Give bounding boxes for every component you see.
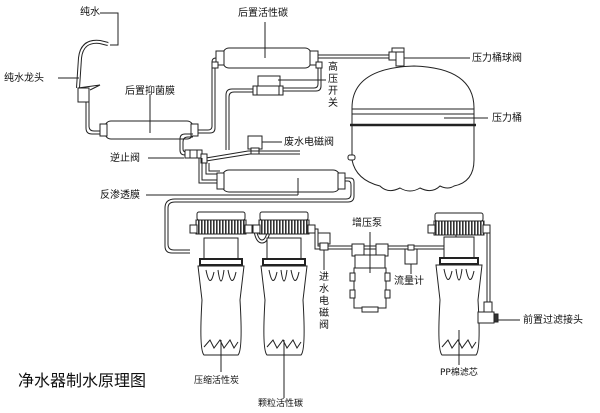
label-booster-pump: 增压泵 [352,218,382,229]
flow-meter [404,244,418,274]
pure-water-leader [100,12,119,46]
label-compressed-carbon: 压缩活性炭 [194,376,240,386]
pre-filter-connector [477,301,520,324]
label-granular-carbon: 颗粒活性碳 [258,399,304,409]
label-flow-meter: 流量计 [394,276,424,287]
label-tank-ball-valve: 压力桶球阀 [472,53,522,64]
pp-cotton-housing [427,212,491,365]
inlet-valve [317,232,331,270]
tank-ball-valve [388,47,470,67]
ro-membrane [146,169,346,196]
label-high-pressure-switch: 高压开关 [328,62,338,109]
label-check-valve: 逆止阀 [110,153,140,164]
high-pressure-switch [252,75,326,96]
pressure-tank [347,65,488,192]
faucet-icon [76,39,109,135]
label-inlet-valve: 进水电磁阀 [319,272,329,331]
label-pure-water: 纯水 [80,7,100,18]
check-valve [184,149,203,159]
post-carbon-filter [211,22,319,69]
label-post-antibacterial: 后置抑菌膜 [125,86,175,97]
label-waste-valve: 废水电磁阀 [284,137,334,148]
label-faucet: 纯水龙头 [4,73,44,84]
booster-pump [349,232,391,313]
label-post-carbon: 后置活性碳 [238,8,288,19]
post-antibacterial-filter [99,94,199,140]
label-pp-cotton: PP棉滤芯 [440,368,478,378]
compressed-carbon-housing [189,211,253,372]
label-pressure-tank: 压力桶 [492,113,522,124]
diagram-title: 净水器制水原理图 [18,371,147,390]
label-ro-membrane: 反渗透膜 [100,190,140,201]
label-pre-filter-connector: 前置过滤接头 [523,315,583,326]
